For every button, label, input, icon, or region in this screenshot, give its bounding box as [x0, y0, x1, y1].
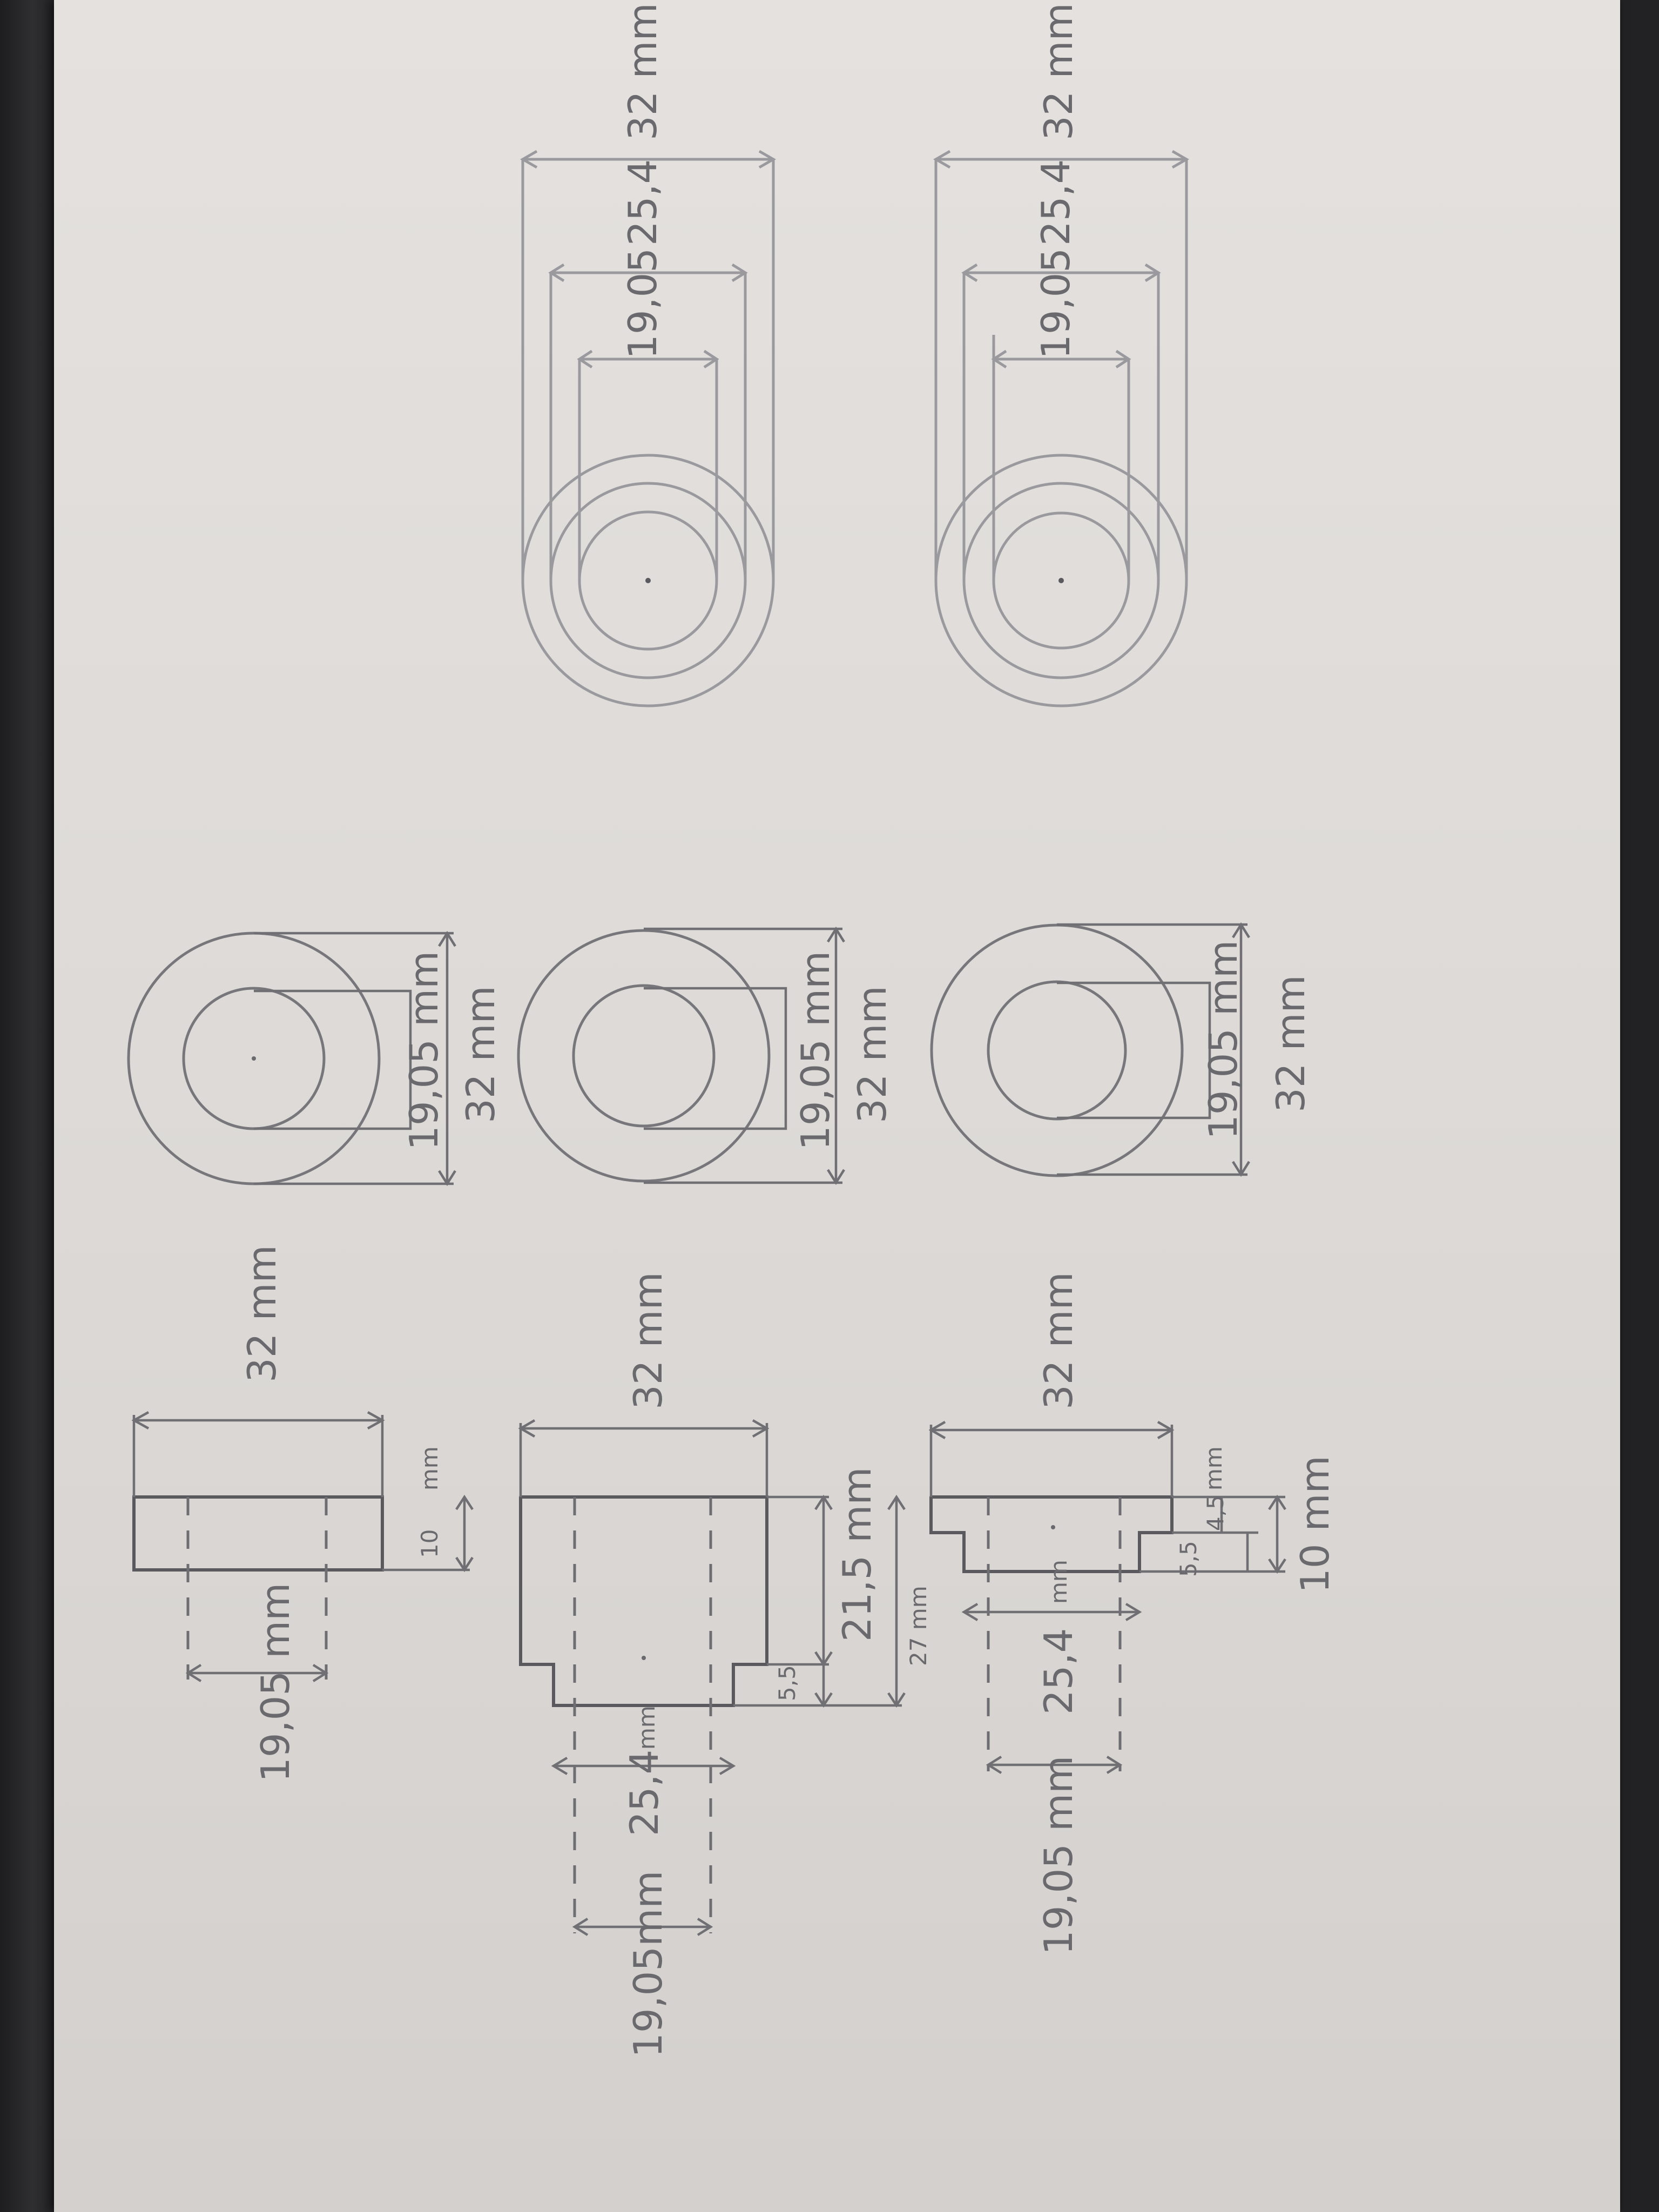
part1-outer-diameter-label: 32 mm [458, 986, 503, 1123]
arrowhead [577, 349, 593, 369]
part2-width-label: 32 mm [625, 1272, 671, 1410]
part3-width-label: 32 mm [1036, 1272, 1081, 1410]
center-mark [642, 1656, 646, 1660]
part1-width-label: 32 mm [239, 1245, 285, 1382]
part2-flange-unit: mm [633, 1705, 660, 1750]
part3-outer-diameter-label: 32 mm [1268, 975, 1313, 1112]
arrowhead [703, 349, 719, 369]
part3-bore-circle [987, 980, 1127, 1121]
part2-top-view: 19,05 mm 32 mm [517, 926, 895, 1185]
arrowhead [814, 1494, 833, 1510]
arrowhead [887, 1692, 906, 1708]
part3-bore-label: 19,05 mm [1036, 1756, 1081, 1955]
arrowhead [551, 1757, 568, 1775]
arrowhead [731, 263, 748, 282]
part2-flange-label: 25,4 [622, 1750, 667, 1836]
part2-side-view: 32 mm 25,4 mm 19,05mm 21,5 mm 5,5 27 mm [518, 1272, 932, 2058]
arrowhead [438, 1170, 456, 1186]
arrowhead [986, 1756, 1002, 1774]
part2-flange-height-label: 5,5 [774, 1665, 800, 1701]
part3-top-view: 19,05 mm 32 mm [930, 922, 1313, 1177]
arrowhead [887, 1494, 906, 1510]
part3-flange-unit: mm [1046, 1560, 1072, 1604]
part2-light-view: 19,05 25,4 32 mm [520, 3, 777, 707]
part3-body-height-label: 4,5 [1202, 1495, 1229, 1531]
center-mark [1051, 1525, 1055, 1529]
outer-label: 32 mm [1036, 3, 1081, 140]
arrowhead [1268, 1494, 1286, 1510]
arrowhead [548, 263, 565, 282]
part2-body [519, 1495, 768, 1707]
part2-body-height-label: 21,5 mm [834, 1467, 880, 1642]
arrowhead [1171, 150, 1190, 169]
part3-outer-circle [930, 923, 1184, 1177]
arrowhead [1268, 1558, 1286, 1574]
part1-bore-extension [254, 989, 412, 1130]
arrowhead [827, 1169, 845, 1185]
arrowhead [758, 150, 777, 169]
arrowhead [438, 930, 456, 947]
part2-bore-diameter-label: 19,05 mm [793, 951, 838, 1150]
arrowhead [991, 349, 1007, 369]
part1-height-value: 10 [416, 1529, 443, 1558]
part2-outer-diameter-label: 32 mm [849, 986, 895, 1123]
part3-light-view: 19,05 25,4 32 mm [933, 3, 1190, 707]
flange-label: 25,4 [1033, 159, 1078, 246]
part2-bore-label: 19,05mm [625, 1871, 671, 2058]
arrowhead [961, 263, 978, 282]
part2-bore-circle [572, 984, 716, 1128]
part3-side-view: 32 mm 25,4 mm 19,05 mm 5,5 4,5 mm 10 mm [928, 1272, 1338, 1955]
part3-bore-extension [1057, 981, 1211, 1120]
arrowhead [1115, 349, 1131, 369]
arrowhead [1125, 1603, 1142, 1621]
arrowhead [312, 1664, 329, 1682]
center-mark [1058, 578, 1064, 583]
outer-label: 32 mm [620, 3, 665, 140]
arrowhead [1232, 1161, 1250, 1177]
part3-total-height-label: 10 mm [1292, 1455, 1338, 1593]
part3-bore-diameter-label: 19,05 mm [1201, 940, 1246, 1139]
part3-step-label: 5,5 [1175, 1541, 1202, 1577]
part2-outer-circle [517, 929, 771, 1183]
part1-bore-label: 19,05 mm [253, 1583, 298, 1782]
flange-label: 25,4 [620, 159, 665, 246]
part3-flange-label: 25,4 [1036, 1628, 1081, 1715]
part2-total-height-label: 27 mm [905, 1586, 932, 1666]
part1-height-unit: mm [416, 1446, 443, 1491]
part3-body-height-unit: mm [1201, 1446, 1227, 1491]
arrowhead [697, 1918, 713, 1936]
arrowhead [572, 1918, 589, 1936]
arrowhead [933, 150, 951, 169]
arrowhead [719, 1757, 736, 1775]
arrowhead [827, 926, 845, 943]
arrowhead [1144, 263, 1161, 282]
part1-body [132, 1495, 384, 1572]
part2-bore-extension [644, 987, 787, 1130]
part1-top-view: 19,05 mm 32 mm [127, 930, 503, 1186]
arrowhead [455, 1494, 474, 1510]
arrowhead [185, 1664, 202, 1682]
bore-label: 19,05 [1033, 248, 1078, 359]
center-mark [645, 578, 651, 583]
center-mark [252, 1056, 256, 1061]
bore-label: 19,05 [620, 248, 665, 359]
arrowhead [1232, 922, 1250, 939]
arrowhead [1106, 1756, 1123, 1774]
part1-side-view: 32 mm 19,05 mm 10 mm [131, 1245, 474, 1782]
arrowhead [520, 150, 538, 169]
part1-bore-diameter-label: 19,05 mm [401, 951, 447, 1150]
arrowhead [814, 1692, 833, 1708]
arrowhead [961, 1603, 979, 1621]
